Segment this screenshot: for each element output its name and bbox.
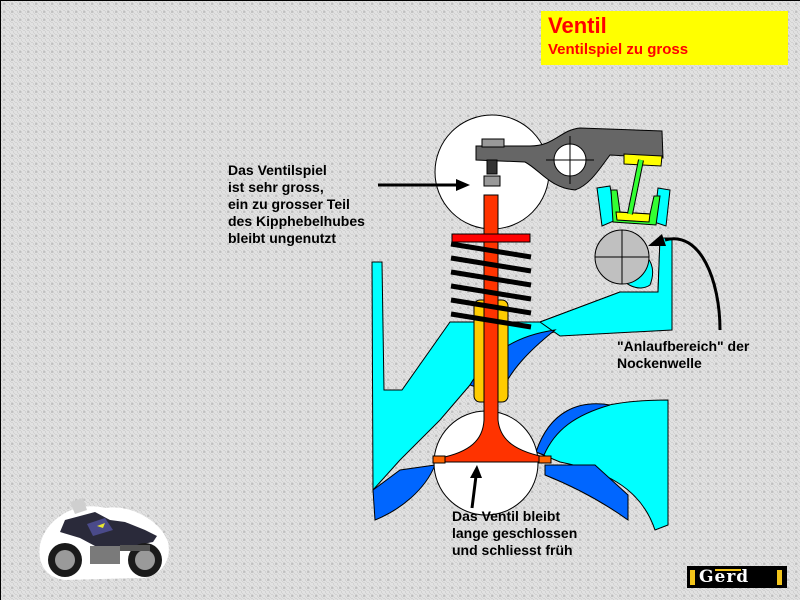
spring-retainer	[451, 233, 531, 243]
slide-subtitle: Ventilspiel zu gross	[548, 41, 689, 58]
adjusting-screw	[486, 159, 498, 175]
adjusting-nut	[481, 138, 505, 148]
logo-bar-right	[777, 570, 782, 585]
arrow-cam-ramp	[648, 234, 722, 331]
slide-title: Ventil	[548, 13, 607, 38]
arrow-valve-clearance	[378, 179, 470, 191]
title-box: Ventil Ventilspiel zu gross	[541, 11, 788, 65]
cam-housing	[538, 237, 673, 337]
rocker-cup	[623, 153, 663, 167]
logo-text: Gerd	[699, 567, 750, 587]
motorcycle-photo	[39, 498, 169, 580]
valve-seat-left	[432, 455, 446, 464]
frame-edge-left	[0, 0, 1, 600]
port-lower-right	[544, 464, 629, 521]
label-valve-closed: Das Ventil bleibt lange geschlossen und …	[452, 508, 578, 558]
tappet-top	[615, 211, 651, 223]
logo-bar-left	[690, 570, 695, 585]
gerd-logo: Gerd	[687, 566, 787, 588]
arrow-valve-closed	[470, 465, 482, 509]
valve-spring	[450, 241, 532, 330]
logo-overline	[715, 569, 741, 571]
label-cam-ramp: "Anlaufbereich" der Nockenwelle	[617, 338, 750, 371]
valve-seat-right	[538, 455, 552, 464]
exhaust-port-upper	[535, 403, 611, 456]
frame-edge-top	[0, 0, 800, 1]
label-valve-clearance: Das Ventilspiel ist sehr gross, ein zu g…	[228, 162, 365, 246]
rocker-foot	[483, 175, 501, 187]
